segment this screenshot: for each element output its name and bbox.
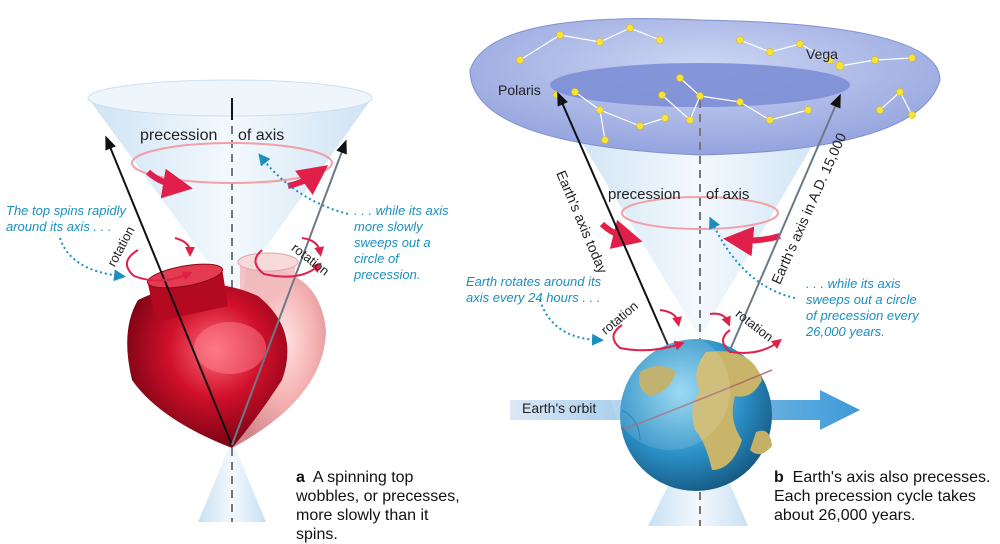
precession-circle-b [621,196,779,230]
caption-a: a A spinning top wobbles, or precesses, … [296,468,474,544]
cone-rim [87,79,373,117]
precession-label-a: precession [140,127,218,144]
precession-arrow-b-right [723,226,781,257]
leader-b-right [709,216,796,299]
axis-label-a: of axis [238,127,285,144]
note-top-spins: The top spins rapidly around its axis . … [6,203,126,234]
tilted-axis-left [105,135,233,446]
tilted-axis-right [231,139,347,446]
note-precession-26000: . . . while its axis sweeps out a circle… [806,276,919,339]
earth-globe [610,330,773,491]
leader-left [59,237,126,282]
note-earth-rotates: Earth rotates around its axis every 24 h… [466,274,602,305]
panel-a [59,79,373,522]
rotation-arrow-b-right [722,329,782,354]
note-axis-sweeps: . . . while its axis more slowly sweeps … [354,203,449,282]
panel-b [469,18,941,526]
polaris-label: Polaris [498,82,541,98]
precession-circle [131,142,333,184]
orbit-label: Earth's orbit [522,400,597,416]
caption-a-letter: a [296,469,305,486]
precession-cone-b [555,98,840,338]
precession-label-b: precession [608,186,681,203]
precession-diagram [59,18,941,526]
caption-b-letter: b [774,469,784,486]
axis-label-b: of axis [706,186,750,203]
axis-future-arrow [729,93,841,351]
precession-cone-upper [88,84,372,295]
leader-b-left [539,299,604,346]
precession-arrow-b-left [599,219,643,249]
axis-today-arrow [557,91,671,351]
caption-b-text: Earth's axis also precesses. Each preces… [774,469,991,524]
leader-right [258,153,349,215]
caption-a-text: A spinning top wobbles, or precesses, mo… [296,469,460,543]
precession-ring-sky [550,63,850,107]
caption-b: b Earth's axis also precesses. Each prec… [774,468,992,525]
precession-arrow-left [145,168,193,199]
rotation-arrow-right [254,249,322,278]
precession-arrow-right [287,165,329,195]
vega-label: Vega [806,46,838,62]
rotation-arrow-b-left [612,324,685,352]
rotation-arrow-left [126,249,193,282]
